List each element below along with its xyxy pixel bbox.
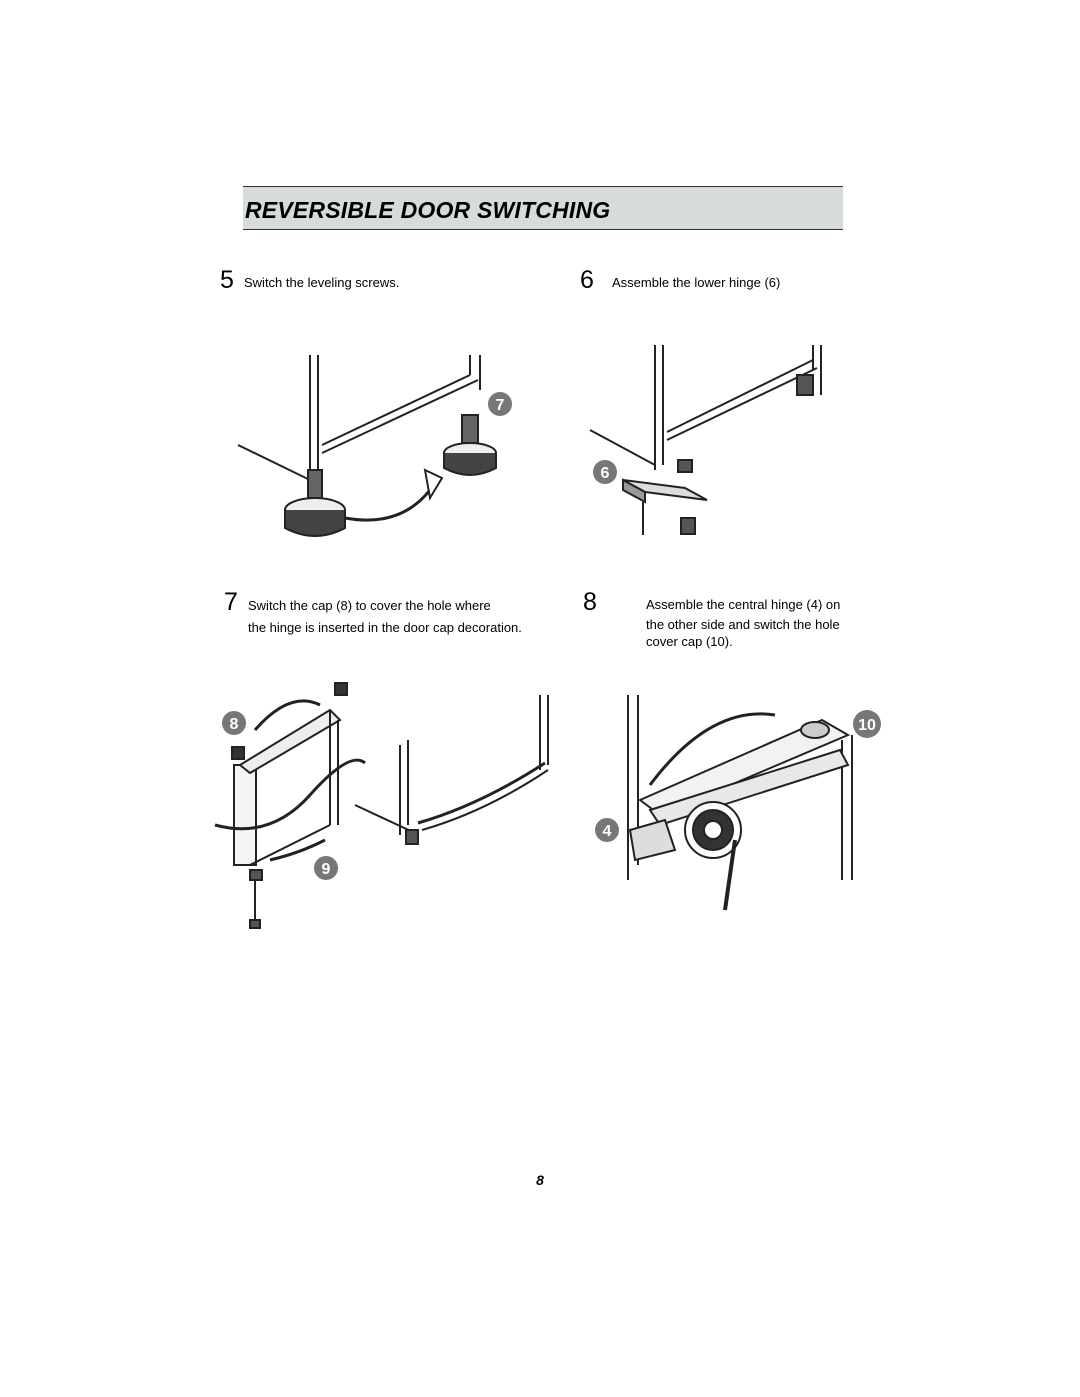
section-title: REVERSIBLE DOOR SWITCHING <box>245 197 611 223</box>
callout-4-badge <box>595 818 619 842</box>
step-8-number: 8 <box>583 588 597 616</box>
step-7-number: 7 <box>224 588 238 616</box>
step-7-text-line-2: the hinge is inserted in the door cap de… <box>248 620 522 635</box>
callout-8-badge <box>222 711 246 735</box>
callout-10-badge <box>853 710 881 738</box>
page-number: 8 <box>536 1172 544 1188</box>
callout-4-label: 4 <box>603 823 612 840</box>
step-8-text-line-3: cover cap (10). <box>646 634 733 649</box>
step-6-text: Assemble the lower hinge (6) <box>612 275 781 290</box>
step-5-text: Switch the leveling screws. <box>244 275 400 290</box>
callout-9-label: 9 <box>322 861 331 878</box>
callout-7-label: 7 <box>496 397 505 414</box>
door-cap-illustration: 8 9 <box>214 682 549 929</box>
callout-8-label: 8 <box>230 716 239 733</box>
section-title-bar: REVERSIBLE DOOR SWITCHING <box>243 186 843 230</box>
leveling-screws-illustration: 7 <box>237 355 512 537</box>
step-5-number: 5 <box>220 266 234 294</box>
callout-6-badge <box>593 460 617 484</box>
step-8-text-line-2: the other side and switch the hole <box>646 617 840 632</box>
central-hinge-illustration: 10 4 <box>595 695 881 911</box>
callout-6-label: 6 <box>601 465 610 482</box>
step-6-number: 6 <box>580 266 594 294</box>
lower-hinge-illustration: 6 <box>589 345 822 535</box>
step-8-text-line-1: Assemble the central hinge (4) on <box>646 597 841 612</box>
callout-10-label: 10 <box>858 717 876 734</box>
callout-9-badge <box>314 856 338 880</box>
step-7-text-line-1: Switch the cap (8) to cover the hole whe… <box>248 598 491 613</box>
callout-7-badge <box>488 392 512 416</box>
